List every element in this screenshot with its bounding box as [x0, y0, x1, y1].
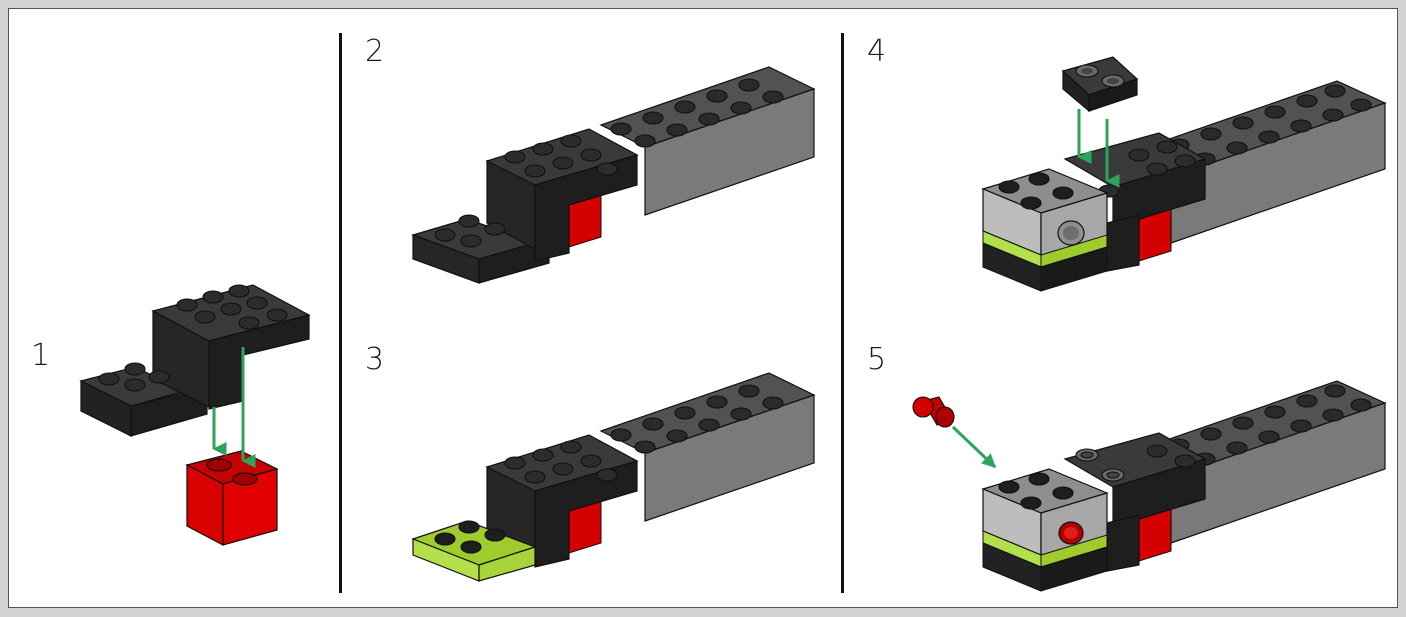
lime-plate-icon — [411, 520, 537, 582]
step-number-3: 3 — [365, 342, 385, 377]
technic-brick-icon — [981, 468, 1109, 592]
step4-illustration — [981, 56, 1387, 292]
red-2x1-brick-icon — [185, 450, 279, 546]
step3-illustration — [411, 372, 816, 582]
step2-illustration — [411, 66, 816, 284]
green-arrow-icon — [951, 425, 997, 469]
oval-plate-icon — [1061, 56, 1139, 113]
divider-right — [841, 33, 844, 593]
step-number-2: 2 — [365, 34, 385, 69]
step5-illustration — [912, 380, 1387, 592]
step1-illustration — [79, 284, 311, 546]
divider-left — [339, 33, 342, 593]
bracket-piece-icon — [79, 284, 311, 437]
step-number-5: 5 — [867, 342, 887, 377]
instruction-page: 1 2 3 4 5 — [8, 8, 1398, 608]
step-number-1: 1 — [31, 338, 51, 373]
step-number-4: 4 — [867, 34, 887, 69]
technic-brick-icon — [981, 168, 1109, 292]
lego-illustrations — [79, 56, 1387, 592]
red-pin-icon — [912, 396, 955, 428]
